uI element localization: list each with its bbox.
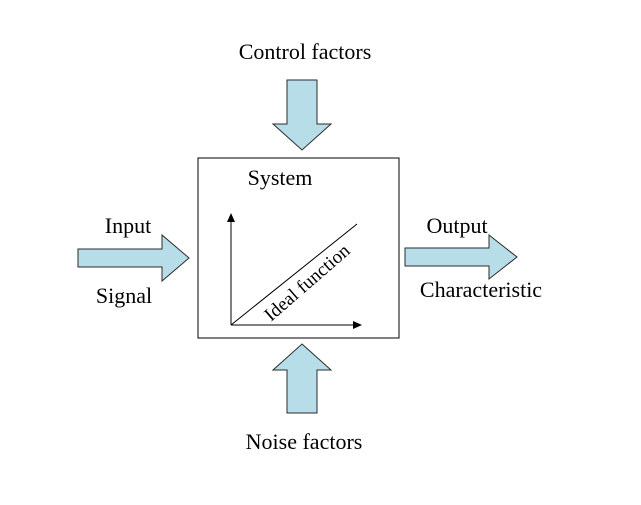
noise-factors-arrow-icon	[271, 343, 333, 414]
y-axis-arrowhead-icon	[227, 213, 235, 222]
system-box	[197, 157, 400, 339]
ideal-function-label: Ideal function	[261, 240, 355, 326]
output-label: Output	[426, 213, 487, 238]
input-arrow-icon	[77, 233, 190, 283]
output-arrow-icon	[404, 233, 518, 281]
control-factors-label: Control factors	[239, 39, 372, 64]
x-axis-arrowhead-icon	[353, 321, 362, 329]
ideal-function-line	[230, 223, 358, 326]
characteristic-label: Characteristic	[420, 277, 542, 302]
ideal-function-graph: Ideal function	[227, 213, 362, 329]
system-label: System	[248, 165, 313, 190]
noise-factors-label: Noise factors	[246, 429, 363, 454]
control-factors-arrow-icon	[271, 79, 333, 151]
signal-label: Signal	[96, 283, 152, 308]
input-label: Input	[105, 213, 151, 238]
